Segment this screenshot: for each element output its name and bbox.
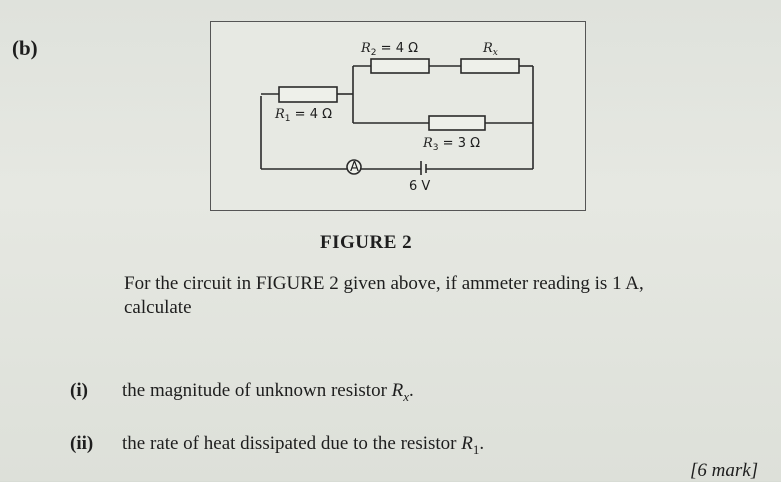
question-line-1: For the circuit in FIGURE 2 given above,…: [124, 273, 644, 294]
subquestion-number: (i): [70, 380, 88, 401]
label-r1: R1 = 4 Ω: [274, 107, 332, 124]
subquestion-text: the rate of heat dissipated due to the r…: [122, 433, 485, 457]
figure-caption: FIGURE 2: [320, 232, 413, 253]
subquestion-text: the magnitude of unknown resistor Rx.: [122, 380, 414, 404]
circuit-figure: R2 = 4 Ω Rx R1 = 4 Ω R3 = 3 Ω A 6 V: [210, 21, 586, 211]
label-rx: Rx: [482, 41, 498, 58]
circuit-diagram: R2 = 4 Ω Rx R1 = 4 Ω R3 = 3 Ω A 6 V: [260, 41, 534, 194]
label-r2: R2 = 4 Ω: [360, 41, 418, 58]
label-r3: R3 = 3 Ω: [422, 136, 480, 153]
ammeter-label: A: [350, 160, 359, 175]
ammeter-icon: [346, 159, 362, 175]
question-text: For the circuit in FIGURE 2 given above,…: [124, 272, 774, 320]
marks-label: [6 mark]: [690, 460, 759, 481]
subquestion-1: (i) the magnitude of unknown resistor Rx…: [70, 380, 414, 404]
resistor-r2: [370, 58, 430, 74]
resistor-r3: [428, 115, 486, 131]
battery-label: 6 V: [409, 179, 430, 194]
subquestion-2: (ii) the rate of heat dissipated due to …: [70, 433, 484, 457]
part-label: (b): [12, 36, 38, 60]
resistor-r1: [278, 86, 338, 103]
resistor-rx: [460, 58, 520, 74]
question-line-2: calculate: [124, 297, 192, 318]
subquestion-number: (ii): [70, 433, 94, 454]
